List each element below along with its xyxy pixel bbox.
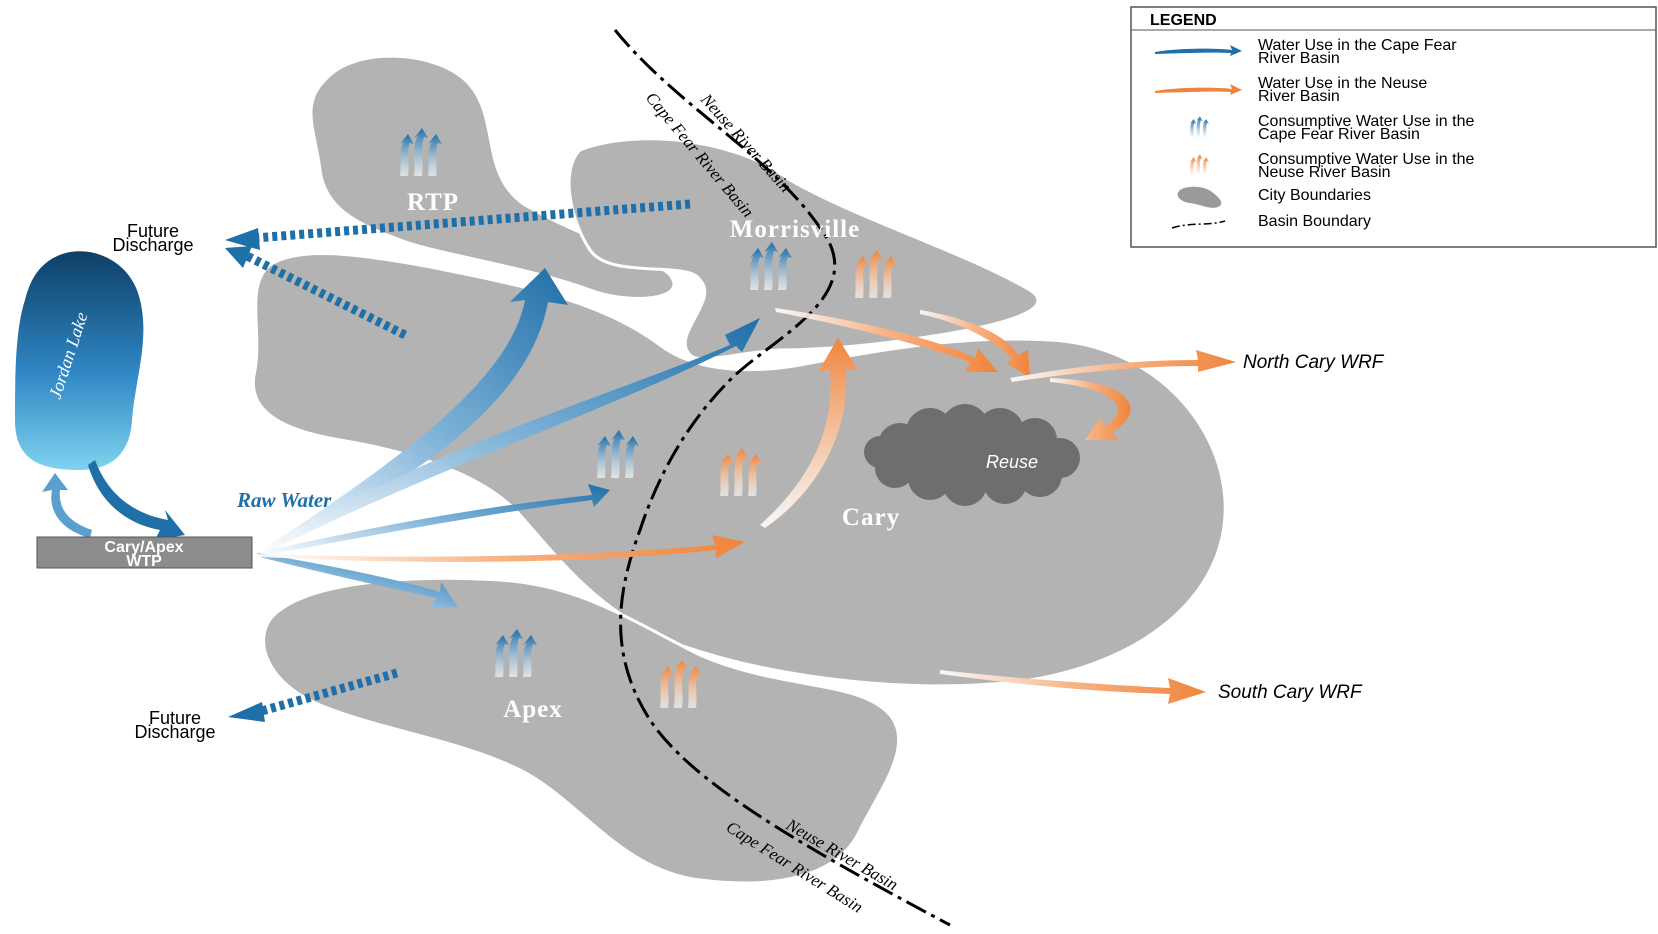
future-discharge-bottom-arrow — [228, 668, 399, 722]
reuse-cloud: Reuse — [864, 404, 1080, 506]
apex-label: Apex — [503, 696, 563, 723]
cary-to-morrisville-neuse-arrow — [760, 338, 858, 528]
reuse-loop-arrow — [1050, 378, 1131, 440]
lake-return-arrow — [42, 473, 92, 538]
legend-item-3-line2: Cape Fear River Basin — [1258, 126, 1420, 143]
legend-title: LEGEND — [1150, 12, 1217, 29]
wtp-to-apex-arrow — [257, 553, 458, 608]
south-cary-wrf-label: South Cary WRF — [1218, 682, 1363, 703]
wtp-to-morrisville-arrow — [257, 318, 760, 555]
morrisville-to-reuse-arrow — [775, 308, 998, 372]
wtp-to-cary-arrow — [257, 484, 610, 556]
legend-item-6-line1: Basin Boundary — [1258, 213, 1371, 230]
orange-arrow-icon — [1155, 84, 1242, 95]
wtp-to-cary-neuse-arrow — [257, 535, 745, 562]
future-discharge-top-line1: Future — [127, 221, 179, 241]
to-south-cary-wrf-arrow — [940, 670, 1206, 704]
raw-water-arrow — [88, 460, 185, 540]
legend-item-1-line1: Water Use in the Cape Fear — [1258, 37, 1457, 54]
wtp-label-line2: WTP — [126, 553, 162, 570]
future-discharge-top-line2: Discharge — [112, 235, 193, 255]
future-discharge-top-arrows — [225, 199, 691, 340]
morrisville-city-boundary — [567, 137, 1040, 361]
north-cary-wrf-label: North Cary WRF — [1243, 352, 1385, 373]
legend-item-4-line1: Consumptive Water Use in the — [1258, 151, 1474, 168]
legend-item-3-line1: Consumptive Water Use in the — [1258, 113, 1474, 130]
legend: LEGEND Water Use in the Cape Fear River … — [1130, 6, 1657, 248]
morrisville-label: Morrisville — [730, 216, 860, 243]
legend-item-2-line1: Water Use in the Neuse — [1258, 75, 1427, 92]
apex-city-boundary — [262, 576, 901, 885]
blue-arrow-icon — [1155, 45, 1242, 56]
legend-item-4-line2: Neuse River Basin — [1258, 164, 1391, 181]
rtp-label: RTP — [407, 189, 459, 216]
wtp-to-rtp-arrow — [257, 268, 568, 555]
morrisville-to-reuse-arrow-2 — [920, 310, 1030, 378]
basin-boundary-line — [613, 29, 951, 927]
future-discharge-bottom-line1: Future — [149, 708, 201, 728]
future-discharge-bottom-line2: Discharge — [134, 722, 215, 742]
legend-item-1-line2: River Basin — [1258, 50, 1340, 67]
basin-boundary-icon — [1171, 220, 1226, 229]
legend-item-2-line2: River Basin — [1258, 88, 1340, 105]
cary-label: Cary — [842, 504, 900, 531]
jordan-lake — [15, 251, 144, 470]
raw-water-label: Raw Water — [236, 488, 332, 512]
wtp-label-line1: Cary/Apex — [104, 539, 183, 556]
wtp-box — [36, 536, 253, 569]
reuse-label: Reuse — [986, 452, 1038, 472]
to-north-cary-wrf-arrow — [1010, 350, 1236, 382]
city-boundary-icon — [1177, 186, 1222, 208]
legend-item-5-line1: City Boundaries — [1258, 187, 1371, 204]
